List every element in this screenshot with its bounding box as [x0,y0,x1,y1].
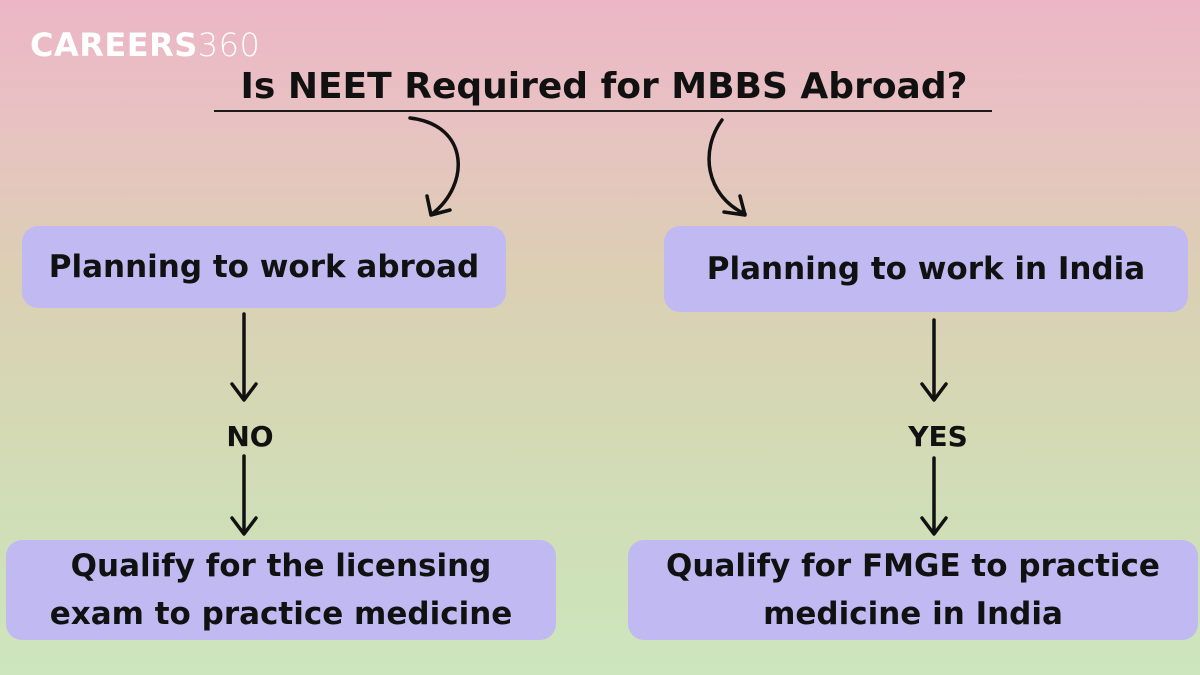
diagram-title: Is NEET Required for MBBS Abroad? [240,66,968,107]
condition-text: Planning to work in India [706,251,1146,287]
title-underline [214,110,992,112]
outcome-line-2: exam to practice medicine [49,596,513,632]
condition-box-abroad: Planning to work abroad [22,226,506,308]
curved-arrow-right [707,118,747,216]
outcome-box-abroad: Qualify for the licensing exam to practi… [6,540,556,640]
logo-text-light: 360 [197,26,261,64]
curved-arrow-left [408,116,460,216]
answer-no: NO [226,420,274,453]
arrow-no-to-outcome-head [230,516,258,536]
logo-text-bold: CAREERS [30,26,198,64]
answer-yes: YES [908,420,968,453]
outcome-box-india: Qualify for FMGE to practice medicine in… [628,540,1198,640]
arrow-right-to-yes-head [920,382,948,402]
outcome-line-2: medicine in India [763,596,1063,632]
condition-box-india: Planning to work in India [664,226,1188,312]
arrow-left-to-no-head [230,382,258,402]
curved-arrow-left-head [425,194,452,217]
curved-arrow-right-head [722,194,747,217]
careers360-logo: CAREERS360 [30,26,260,64]
outcome-line-1: Qualify for FMGE to practice [666,548,1160,584]
outcome-line-1: Qualify for the licensing [70,548,492,584]
arrow-yes-to-outcome-head [920,516,948,536]
condition-text: Planning to work abroad [48,249,480,285]
